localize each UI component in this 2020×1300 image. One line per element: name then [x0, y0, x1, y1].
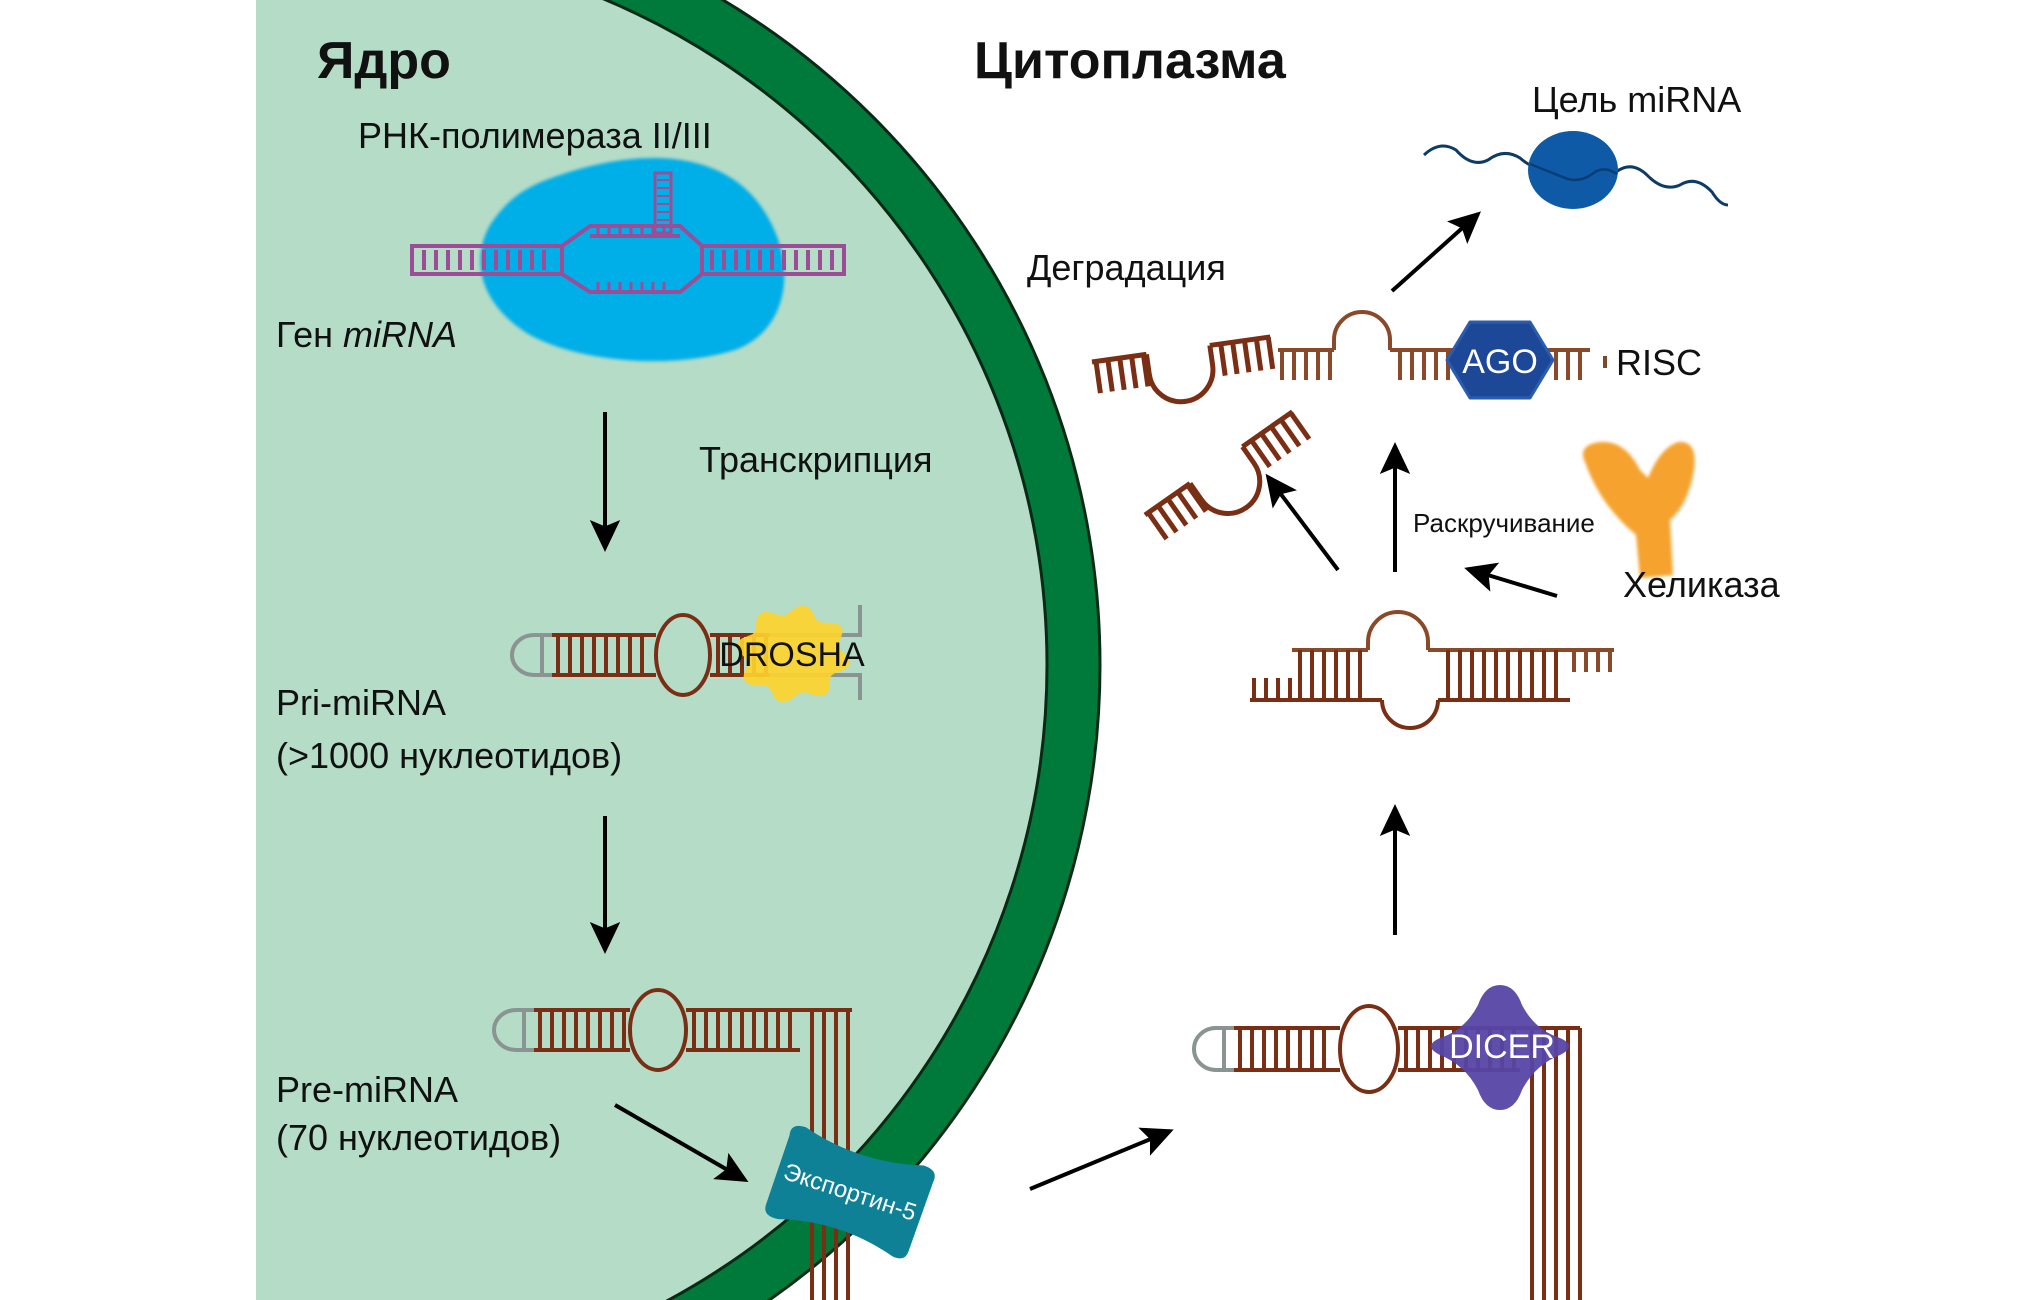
rna-polymerase-label: РНК-полимераза II/III	[358, 115, 712, 156]
arrow-to-degradation	[1265, 473, 1340, 572]
fragment-base	[1175, 490, 1199, 520]
fragment-base	[1265, 336, 1276, 370]
nascent-rna	[653, 171, 673, 235]
fragment-loop	[1143, 345, 1216, 405]
risc-label: RISC	[1616, 342, 1702, 383]
fragment-base	[1253, 338, 1264, 371]
transcription-label: Транскрипция	[699, 439, 933, 480]
fragment-base	[1259, 432, 1282, 462]
target-protein	[1528, 131, 1618, 209]
fragment-base	[1242, 340, 1252, 373]
degraded-strand-lower	[1143, 409, 1312, 541]
pre-mirna-label: Pre-miRNA	[276, 1069, 458, 1110]
pri-mirna-size-label: (>1000 нуклеотидов)	[276, 735, 622, 776]
fragment-base	[1288, 411, 1312, 441]
dna-top-strand	[560, 224, 704, 248]
dna-right-duplex	[700, 244, 846, 276]
risc-loop	[1332, 310, 1392, 350]
fragment-base	[1185, 483, 1208, 513]
rna-polymerase	[480, 158, 785, 362]
ago-label: AGO	[1462, 343, 1538, 381]
drosha-label: DROSHA	[719, 636, 865, 674]
target-mrna-through	[1529, 162, 1618, 182]
fragment-base	[1093, 361, 1103, 394]
target-label: Цель miRNA	[1532, 79, 1741, 120]
fragment-base	[1156, 504, 1179, 534]
unwinding-label: Раскручивание	[1413, 508, 1595, 538]
fragment-strand	[1091, 351, 1147, 365]
dicer-label: DICER	[1449, 1028, 1555, 1066]
mirna-gene-dna	[410, 171, 846, 294]
fragment-base	[1278, 418, 1302, 448]
fragment-base	[1165, 497, 1189, 527]
fragment-strand	[1241, 409, 1294, 449]
ago-protein: AGO	[1445, 320, 1555, 400]
arrow-to-target	[1390, 211, 1481, 293]
duplex-bottom-bulge	[1380, 699, 1440, 730]
internal-loop	[654, 613, 712, 697]
fragment-base	[1269, 425, 1292, 455]
duplex-top-bulge	[1366, 610, 1430, 650]
exportin-shape	[765, 1125, 935, 1259]
arrow-to-cytoplasm	[1029, 1127, 1174, 1191]
gene-label: Ген miRNA	[276, 314, 457, 355]
helicase-protein	[1582, 441, 1695, 578]
polymerase-blob	[480, 158, 785, 362]
arrow-from-helicase	[1464, 562, 1558, 598]
exportin-5-protein: Экспортин-5	[765, 1125, 935, 1259]
cytoplasm-title: Цитоплазма	[974, 32, 1287, 90]
fragment-base	[1218, 343, 1228, 376]
risc-marker	[1603, 356, 1607, 368]
fragment-base	[1141, 354, 1151, 387]
target-mrna	[1422, 131, 1729, 209]
internal-loop	[1338, 1004, 1400, 1094]
ago-shape	[1445, 320, 1555, 400]
dicer-shape	[1431, 985, 1569, 1110]
mirna-duplex	[1250, 610, 1614, 730]
fragment-base	[1129, 356, 1139, 389]
fragment-base	[1249, 439, 1272, 469]
fragment-base	[1230, 341, 1240, 375]
arrow-to-exportin	[614, 1103, 749, 1182]
fragment-base	[1146, 511, 1169, 541]
internal-loop	[628, 988, 688, 1072]
dicer-protein: DICER	[1431, 985, 1569, 1110]
degraded-strand-upper	[1091, 334, 1276, 405]
fragment-strand	[1209, 334, 1271, 348]
drosha-shape	[736, 605, 850, 703]
dna-bottom-strand	[560, 272, 704, 294]
fragment-base	[1105, 359, 1115, 392]
fragment-loop	[1188, 445, 1263, 516]
hairpin-loop-cap	[510, 633, 535, 677]
nucleus-title: Ядро	[317, 32, 451, 90]
nucleoplasm	[256, 0, 1049, 1300]
helicase-label: Хеликаза	[1623, 564, 1781, 605]
drosha-protein: DROSHA	[719, 605, 865, 703]
nucleus	[256, 0, 1102, 1300]
hairpin-loop-cap	[1192, 1026, 1217, 1072]
fragment-base	[1117, 357, 1127, 391]
pri-mirna-label: Pri-miRNA	[276, 682, 446, 723]
pre-mirna-size-label: (70 нуклеотидов)	[276, 1117, 561, 1158]
dna-left-duplex	[410, 244, 564, 276]
hairpin-loop-cap	[492, 1008, 517, 1052]
degradation-label: Деградация	[1027, 247, 1226, 288]
